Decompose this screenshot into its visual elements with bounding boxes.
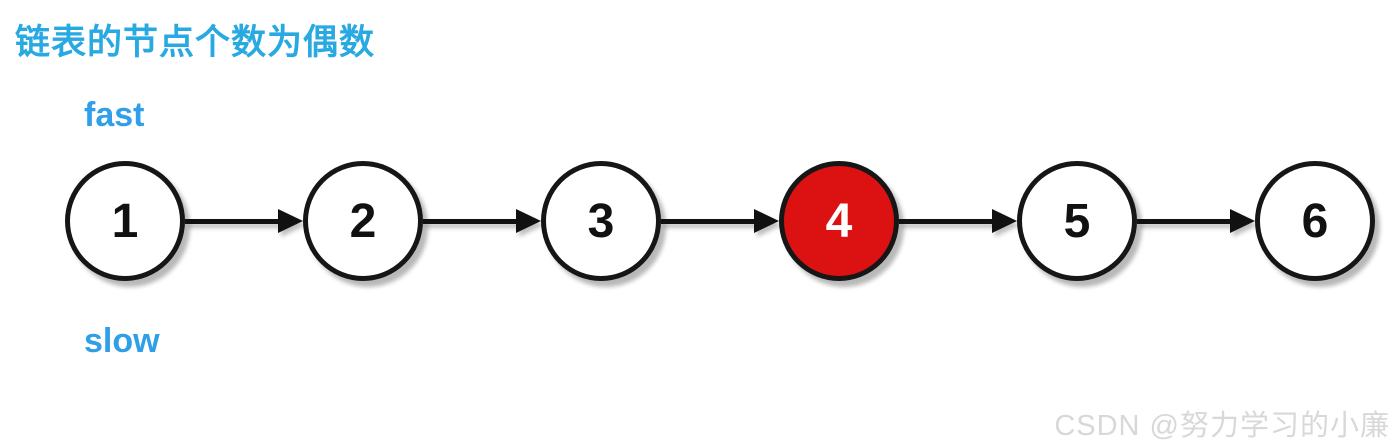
list-node: 3 [541,161,661,281]
diagram-title: 链表的节点个数为偶数 [15,23,376,62]
arrow-head-icon [278,209,303,233]
arrow-head-icon [516,209,541,233]
next-arrow [423,208,541,234]
arrow-head-icon [992,209,1017,233]
next-arrow [661,208,779,234]
watermark: CSDN @努力学习的小廉 [1054,410,1390,442]
fast-pointer-label: fast [84,96,145,134]
list-node: 1 [65,161,185,281]
arrow-line [185,218,281,224]
arrow-head-icon [754,209,779,233]
arrow-line [1137,218,1233,224]
slow-pointer-label: slow [84,322,160,360]
arrow-line [423,218,519,224]
arrow-line [899,218,995,224]
next-arrow [185,208,303,234]
list-node: 2 [303,161,423,281]
list-node: 5 [1017,161,1137,281]
next-arrow [899,208,1017,234]
list-node: 6 [1255,161,1375,281]
arrow-head-icon [1230,209,1255,233]
list-node: 4 [779,161,899,281]
next-arrow [1137,208,1255,234]
arrow-line [661,218,757,224]
